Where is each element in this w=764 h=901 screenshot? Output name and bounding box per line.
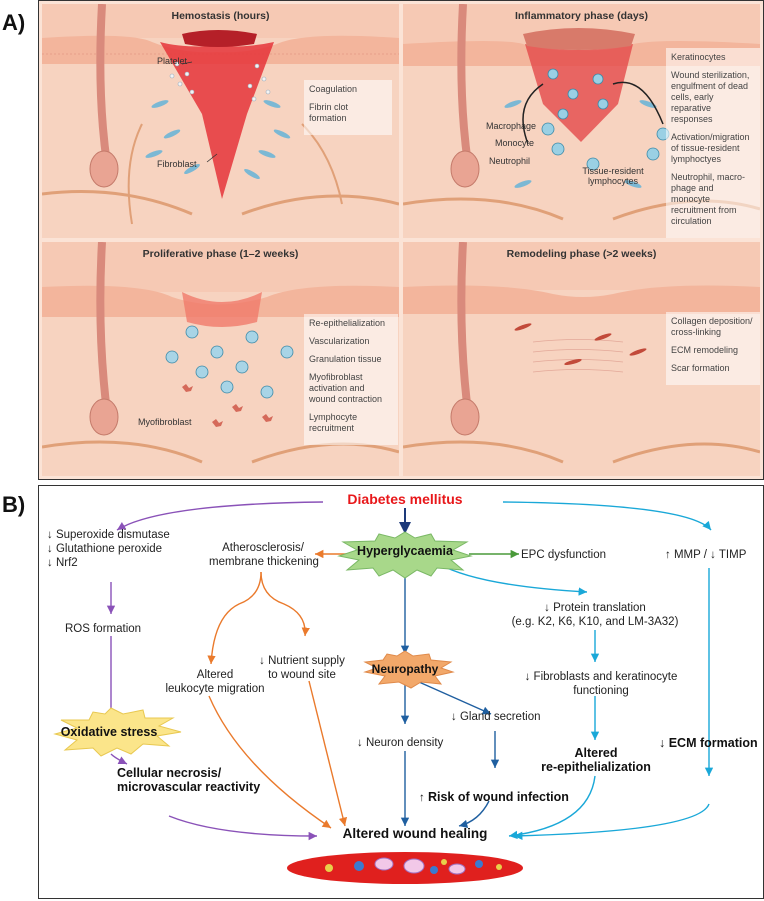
pathway-arrows: [53, 501, 714, 884]
gland-secretion-node: ↓ Gland secretion: [451, 711, 541, 723]
ros-formation-node: ROS formation: [65, 623, 142, 635]
step-ecm-remodeling: ECM remodeling: [671, 345, 739, 355]
necrosis-line2: microvascular reactivity: [117, 780, 261, 794]
step-coagulation: Coagulation: [309, 84, 358, 94]
step-lymphocyte: Lymphocyte recruitment: [309, 412, 358, 433]
neutrophil-label: Neutrophil: [489, 156, 531, 166]
atherosclerosis-line2: membrane thickening: [209, 556, 319, 568]
atherosclerosis-line1: Atherosclerosis/: [222, 542, 304, 554]
epc-dysfunction-node: EPC dysfunction: [521, 549, 607, 561]
superoxide-text: ↓ Superoxide dismutase: [47, 529, 170, 541]
fibroblast-line2: functioning: [573, 685, 629, 697]
increase-arrow: ↑: [419, 792, 425, 804]
leukocyte-migration-node: Altered leukocyte migration: [161, 668, 269, 696]
reepi-line2: re-epithelialization: [541, 760, 651, 774]
nutrient-line1: ↓ Nutrient supply: [259, 655, 345, 667]
antioxidant-node: ↓ Superoxide dismutase ↓ Glutathione per…: [47, 528, 170, 570]
proliferative-title: Proliferative phase (1–2 weeks): [142, 248, 299, 260]
nutrient-supply-node: ↓ Nutrient supply to wound site: [253, 654, 351, 682]
remodeling-quadrant: Remodeling phase (>2 weeks) Collagen dep…: [403, 242, 760, 476]
myofibroblast-label: Myofibroblast: [138, 417, 192, 427]
altered-wound-healing-node: Altered wound healing: [342, 826, 488, 841]
monocyte-label: Monocyte: [495, 138, 535, 148]
remodeling-title: Remodeling phase (>2 weeks): [506, 248, 657, 260]
fibroblast-keratinocyte-node: ↓ Fibroblasts and keratinocyte functioni…: [511, 670, 691, 698]
hemostasis-title: Hemostasis (hours): [171, 10, 270, 22]
oxidative-stress-node: Oxidative stress: [60, 725, 158, 739]
leukocyte-line2: leukocyte migration: [165, 683, 265, 695]
hyperglycaemia-node: Hyperglycaemia: [357, 544, 453, 558]
nutrient-line2: to wound site: [268, 669, 336, 681]
platelet-label: Platelet: [157, 56, 188, 66]
inflammatory-quadrant: Inflammatory phase (days) Macrophage Mon…: [403, 4, 760, 238]
inflammatory-title: Inflammatory phase (days): [514, 10, 649, 22]
step-reepithelialization: Re-epithelialization: [309, 318, 386, 328]
remodeling-steps: Collagen deposition/ cross-linking ECM r…: [666, 312, 760, 385]
reepi-line1: Altered: [574, 746, 618, 760]
step-myofibroblast: Myofibroblast activation and wound contr…: [309, 372, 383, 404]
hemostasis-steps: Coagulation Fibrin clot formation: [304, 80, 392, 135]
diabetes-mellitus-node: Diabetes mellitus: [347, 491, 463, 507]
proliferative-quadrant: Proliferative phase (1–2 weeks) Myofibro…: [42, 242, 399, 476]
step-fibrin-clot: Fibrin clot formation: [309, 102, 349, 123]
step-activation: Activation/migration of tissue-resident …: [671, 132, 750, 164]
wound-infection-node: ↑ Risk of wound infection: [419, 790, 569, 805]
wound-healing-phases-panel: Hemostasis (hours) Platelet Fibroblast C…: [38, 0, 764, 480]
step-vascularization: Vascularization: [309, 336, 370, 346]
hemostasis-quadrant: Hemostasis (hours) Platelet Fibroblast C…: [42, 4, 399, 238]
proliferative-illustration: [42, 242, 399, 464]
step-granulation: Granulation tissue: [309, 354, 382, 364]
remodeling-illustration: [403, 242, 760, 464]
hemostasis-illustration: [42, 4, 399, 225]
neuropathy-node: Neuropathy: [371, 662, 439, 676]
macrophage-label: Macrophage: [486, 121, 537, 131]
leukocyte-line1: Altered: [196, 669, 234, 681]
tissue-resident-label: Tissue-resident lymphocytes: [582, 166, 644, 186]
wound-infection-text: Risk of wound infection: [427, 790, 569, 804]
protein-translation-node: ↓ Protein translation (e.g. K2, K6, K10,…: [505, 601, 685, 629]
glutathione-text: ↓ Glutathione peroxide: [47, 543, 163, 555]
panel-a-label: A): [2, 10, 26, 35]
necrosis-line1: Cellular necrosis/: [117, 766, 222, 780]
nrf2-text: ↓ Nrf2: [47, 557, 78, 569]
fibroblast-line1: ↓ Fibroblasts and keratinocyte: [524, 671, 678, 683]
ecm-formation-node: ↓ ECM formation: [659, 736, 758, 750]
step-keratinocytes: Keratinocytes: [671, 52, 726, 62]
atherosclerosis-node: Atherosclerosis/ membrane thickening: [209, 541, 319, 569]
diabetes-pathway-panel: Diabetes mellitus Hyperglycaemia EPC dys…: [38, 485, 764, 899]
step-scar: Scar formation: [671, 363, 730, 373]
reepithelialization-node: Altered re-epithelialization: [531, 746, 661, 774]
fibroblast-label: Fibroblast: [157, 159, 197, 169]
step-collagen: Collagen deposition/ cross-linking: [671, 316, 753, 337]
panel-b-label: B): [2, 492, 26, 517]
step-sterilization: Wound sterilization, engulfment of dead …: [671, 70, 750, 124]
step-recruitment: Neutrophil, macro-phage and monocyte rec…: [671, 172, 746, 226]
cellular-necrosis-node: Cellular necrosis/ microvascular reactiv…: [117, 766, 260, 794]
proliferative-steps: Re-epithelialization Vascularization Gra…: [304, 314, 398, 445]
neuron-density-node: ↓ Neuron density: [357, 737, 444, 749]
protein-translation-line1: ↓ Protein translation: [544, 602, 646, 614]
protein-translation-line2: (e.g. K2, K6, K10, and LM-3A32): [511, 616, 679, 628]
inflammatory-steps: Keratinocytes Wound sterilization, engul…: [666, 48, 760, 238]
mmp-timp-node: ↑ MMP / ↓ TIMP: [665, 549, 747, 561]
